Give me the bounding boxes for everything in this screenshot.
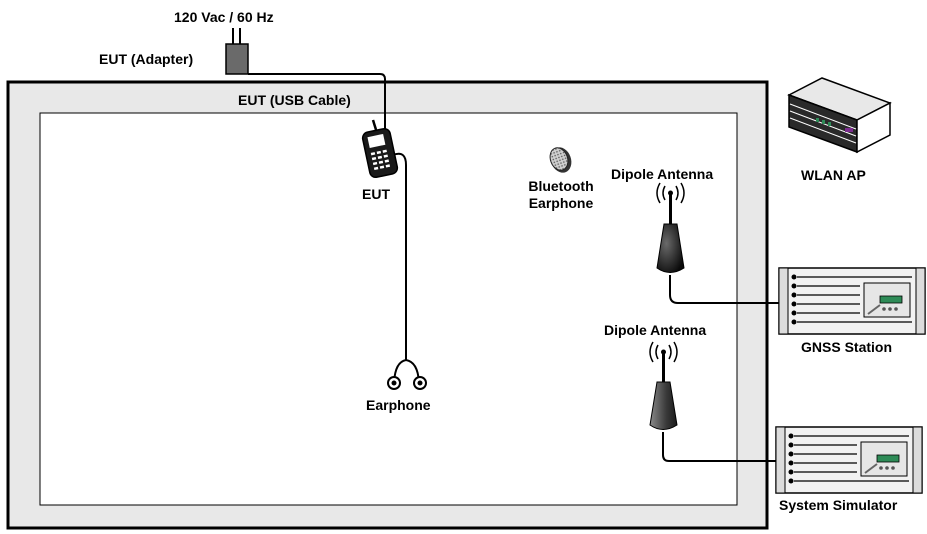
dipole-antenna-2-icon xyxy=(649,341,678,430)
bluetooth-earphone-label: Bluetooth Earphone xyxy=(514,178,608,212)
bluetooth-earphone-icon xyxy=(549,147,572,173)
eut-phone-icon xyxy=(361,119,399,179)
earphone-label: Earphone xyxy=(366,397,431,413)
adapter-label: EUT (Adapter) xyxy=(99,51,194,67)
system-simulator-icon xyxy=(775,426,923,494)
gnss-station-label: GNSS Station xyxy=(801,339,893,355)
wlan-ap-label: WLAN AP xyxy=(801,167,866,183)
wlan-ap-icon xyxy=(787,77,892,154)
dipole-antenna-2-label: Dipole Antenna xyxy=(604,322,707,338)
usb-cable-label: EUT (USB Cable) xyxy=(238,92,351,108)
earphone-cable xyxy=(392,152,407,360)
power-source-label: 120 Vac / 60 Hz xyxy=(174,9,274,25)
bluetooth-earphone-label-line2: Earphone xyxy=(528,195,594,211)
dipole-antenna-1-label: Dipole Antenna xyxy=(611,166,714,182)
usb-cable xyxy=(248,73,386,132)
simulator-rf-cable xyxy=(662,432,782,462)
eut-label: EUT xyxy=(362,186,390,202)
adapter-icon xyxy=(225,28,249,75)
gnss-station-icon xyxy=(778,267,926,335)
gnss-rf-cable xyxy=(669,275,782,304)
system-simulator-label: System Simulator xyxy=(779,497,898,513)
earphone-icon xyxy=(387,376,427,390)
dipole-antenna-1-icon xyxy=(656,182,685,273)
bluetooth-earphone-label-line1: Bluetooth xyxy=(528,178,594,194)
